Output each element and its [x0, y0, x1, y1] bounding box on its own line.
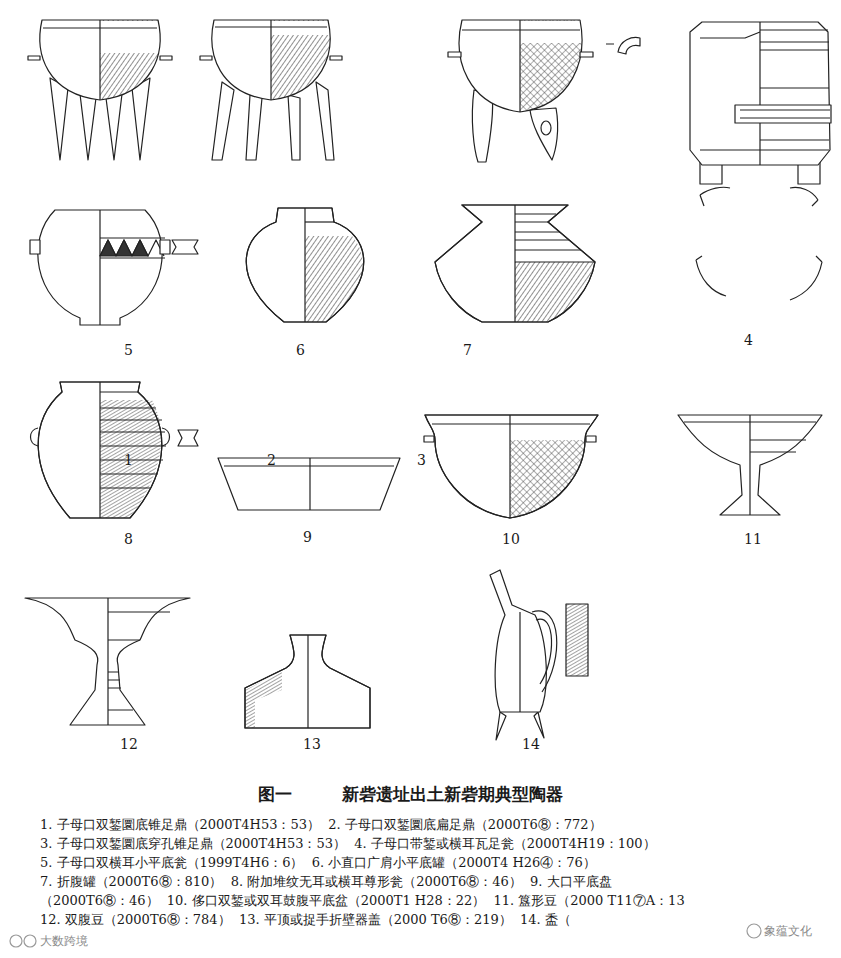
callout-number: 10 [502, 531, 520, 548]
jar-6 [246, 208, 364, 322]
weng-vessel-4 [690, 22, 831, 300]
caption-line: 12. 双腹豆（2000T6⑧：784） 13. 平顶或捉手折壁器盖（2000 … [40, 912, 571, 928]
weng-vessel-5 [30, 210, 198, 325]
caption-line: （2000T6⑧：46） 10. 侈口双錾或双耳鼓腹平底盆（2000T1 H28… [40, 893, 685, 909]
callout-number: 9 [303, 529, 312, 546]
jar-7 [435, 205, 595, 322]
watermark: 大数跨境 [40, 934, 88, 948]
ding-tripod-2 [200, 20, 342, 160]
dou-12 [25, 598, 190, 725]
he-pitcher-14 [490, 570, 588, 740]
basin-10 [424, 415, 598, 518]
dish-9 [218, 458, 400, 510]
callout-number: 7 [463, 342, 472, 359]
watermark-logo [10, 924, 761, 947]
callout-number: 14 [522, 736, 540, 753]
watermark: 象蕴文化 [764, 924, 812, 938]
callout-number: 1 [124, 452, 133, 469]
callout-number: 13 [303, 736, 321, 753]
callout-number: 3 [417, 452, 426, 469]
lid-13 [245, 635, 370, 728]
dou-11 [678, 415, 822, 515]
caption-line: 7. 折腹罐（2000T6⑧：810） 8. 附加堆纹无耳或横耳尊形瓮（2000… [40, 874, 612, 890]
callout-number: 12 [120, 736, 138, 753]
callout-number: 6 [296, 342, 305, 359]
callout-number: 2 [267, 452, 276, 469]
callout-number: 4 [744, 332, 753, 349]
caption-line: 3. 子母口双錾圜底穿孔锥足鼎（2000T4H53：53） 4. 子母口带錾或横… [40, 836, 656, 852]
callout-number: 8 [124, 531, 133, 548]
callout-number: 5 [124, 342, 133, 359]
ding-tripod-1 [28, 20, 172, 160]
zun-weng-8 [31, 382, 199, 518]
caption-line: 5. 子母口双横耳小平底瓮（1999T4H6：6） 6. 小直口广肩小平底罐（2… [40, 855, 596, 871]
caption-line: 1. 子母口双錾圜底锥足鼎（2000T4H53：53） 2. 子母口双錾圜底扁足… [40, 817, 602, 833]
callout-number: 11 [744, 531, 762, 548]
ding-tripod-3 [448, 20, 640, 162]
figure-title: 图一 新砦遗址出土新砦期典型陶器 [258, 784, 563, 804]
